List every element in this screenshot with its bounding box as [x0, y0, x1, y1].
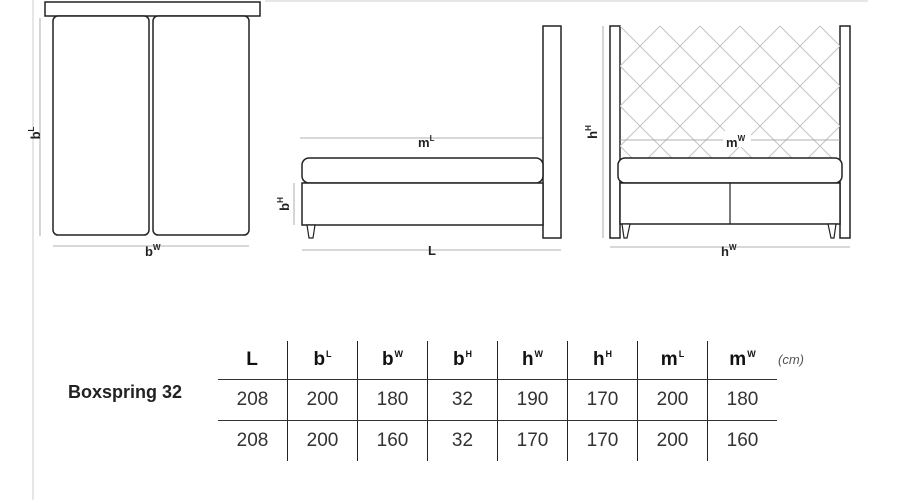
side-mattress: [301, 157, 544, 184]
column-header: bL: [287, 341, 358, 380]
column-header: hH: [567, 341, 638, 380]
mattress-left: [52, 15, 150, 236]
table-cell: 200: [287, 420, 358, 461]
front-mattress: [617, 157, 843, 184]
table-cell: 170: [567, 379, 638, 421]
front-height-label: hH: [584, 125, 600, 139]
front-leg-right: [827, 223, 837, 239]
column-header: bW: [357, 341, 428, 380]
top-view: bL bW: [27, 1, 261, 259]
table-cell: 180: [357, 379, 428, 421]
table-cell: 208: [236, 430, 269, 451]
side-boxspring-base: [301, 182, 544, 226]
mattress-right: [152, 15, 250, 236]
table-cell: 32: [427, 379, 498, 421]
column-header: hW: [497, 341, 568, 380]
table-row: 208 200 160 32 170 170 200 160: [218, 420, 777, 461]
side-headboard: [542, 25, 562, 239]
front-width-label: hW: [721, 243, 737, 259]
unit-label: (cm): [778, 352, 804, 367]
front-leg-left: [621, 223, 631, 239]
table-cell: 200: [637, 420, 708, 461]
side-mattress-label: mL: [418, 134, 435, 150]
headboard-top: [44, 1, 261, 17]
product-name: Boxspring 32: [68, 382, 183, 402]
front-headboard-left-post: [609, 25, 621, 239]
table-cell: 208: [218, 379, 288, 421]
table-cell: 200: [287, 379, 358, 421]
dimensions-table: L bL bW bH hW hH mL mW 208 200 180 32 19…: [218, 341, 777, 461]
table-cell: 170: [567, 420, 638, 461]
table-header-row: L bL bW bH hW hH mL mW: [218, 341, 777, 380]
column-header: L: [218, 341, 288, 380]
table-row: 208 200 180 32 190 170 200 180: [218, 379, 777, 421]
table-cell: 190: [497, 379, 568, 421]
column-header: mL: [637, 341, 708, 380]
column-header: bH: [427, 341, 498, 380]
column-header: mW: [707, 341, 777, 380]
table-cell: 170: [497, 420, 568, 461]
top-length-label: bL: [27, 126, 43, 139]
side-length-label: L: [428, 243, 436, 258]
front-mattress-label-bg: [723, 131, 751, 147]
front-view: mW hH hW: [584, 25, 851, 259]
side-height-label: bH: [276, 197, 292, 211]
side-view: mL bH L: [276, 25, 562, 258]
top-width-label: bW: [145, 243, 161, 259]
side-leg: [306, 224, 316, 239]
front-mattress-label: mW: [726, 134, 746, 150]
table-cell: 160: [707, 420, 777, 461]
table-cell: 160: [357, 420, 428, 461]
table-cell: 32: [427, 420, 498, 461]
table-cell: 200: [637, 379, 708, 421]
table-cell: 180: [707, 379, 777, 421]
front-headboard-right-post: [839, 25, 851, 239]
